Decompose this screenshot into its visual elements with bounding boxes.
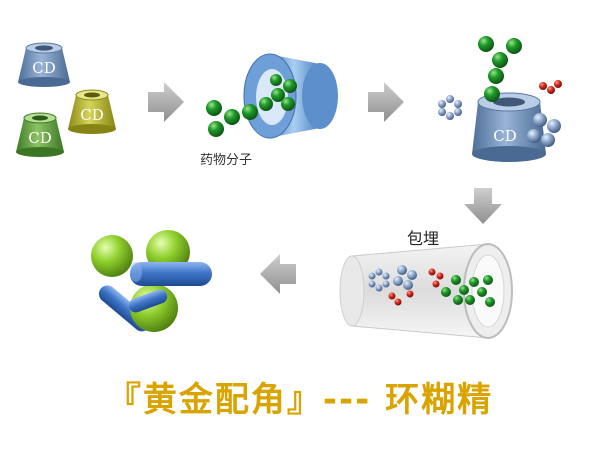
rod-sphere-model [91,230,212,332]
cd-ring-open [243,53,338,139]
molecule-red [539,80,562,94]
molecule-red-in-tube [388,268,444,306]
drug-molecule-label: 药物分子 [200,153,252,168]
cd-cup-yellow: CD [68,89,116,134]
molecule-steel-in-tube [368,265,417,292]
cd-label: CD [493,127,517,145]
drug-molecule-in-tube [441,275,495,307]
cd-label: CD [80,106,104,124]
molecule-steel-small [438,95,462,120]
cd-cup-green: CD [16,112,64,157]
arrow-right-icon [368,82,404,122]
inclusion-label: 包埋 [407,229,439,248]
cd-complex: CD [472,92,546,162]
molecule-steel-large [527,113,561,147]
cd-label: CD [28,129,52,147]
drug-molecule-green [478,36,522,102]
inclusion-tube [339,243,513,339]
arrow-left-icon [260,254,296,294]
cd-label: CD [32,59,56,77]
cd-cup-blue: CD [18,42,70,87]
drug-molecule [206,74,297,137]
arrow-down-icon [464,188,502,224]
caption: 『黄金配角』--- 环糊精 [106,380,494,420]
arrow-right-icon [148,82,184,122]
